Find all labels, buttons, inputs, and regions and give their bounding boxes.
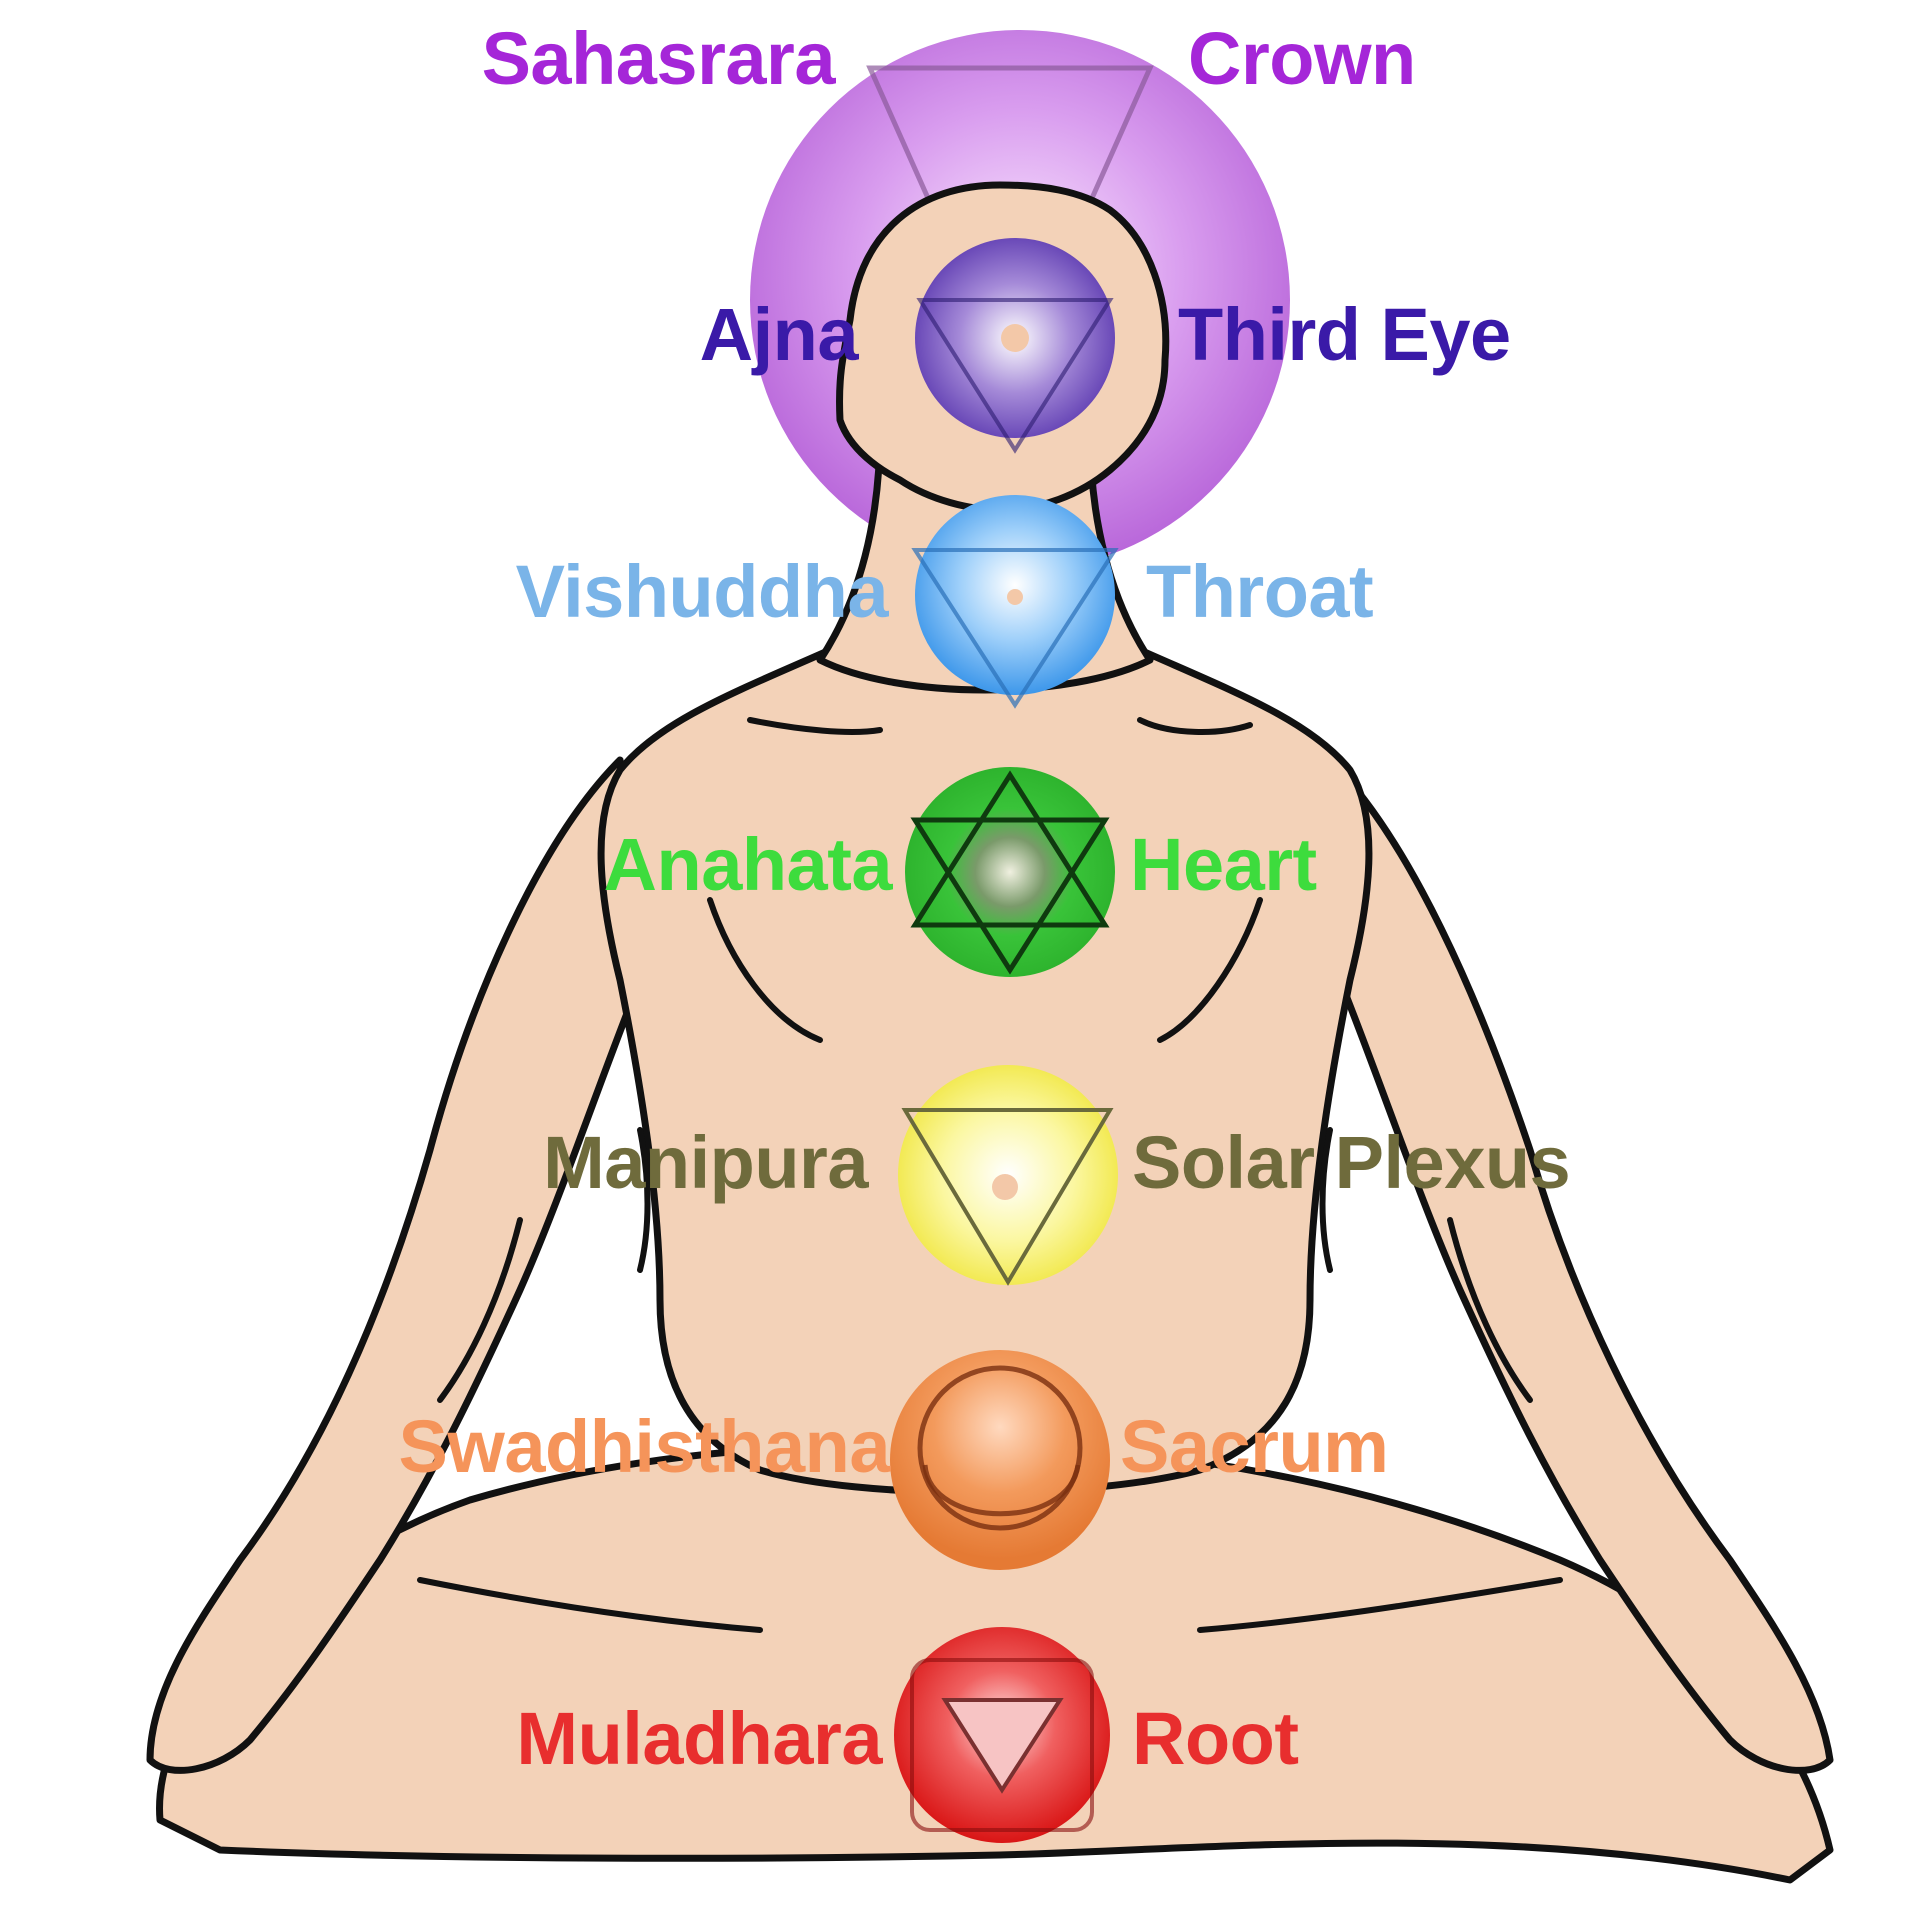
throat-sanskrit-label: Vishuddha	[516, 555, 888, 629]
solar-plexus-chakra-orb	[898, 1065, 1118, 1285]
crown-sanskrit-label: Sahasrara	[482, 22, 835, 96]
heart-english-label: Heart	[1130, 828, 1317, 902]
sacral-sanskrit-label: Swadhisthana	[398, 1410, 890, 1484]
solar-plexus-english-label: Solar Plexus	[1132, 1126, 1570, 1200]
sacral-chakra-orb	[890, 1350, 1110, 1570]
sacral-english-label: Sacrum	[1120, 1410, 1388, 1484]
body-silhouette	[150, 185, 1830, 1880]
root-english-label: Root	[1132, 1702, 1299, 1776]
root-chakra-orb	[894, 1627, 1110, 1843]
heart-chakra-orb	[905, 767, 1115, 977]
root-sanskrit-label: Muladhara	[516, 1702, 882, 1776]
third-eye-sanskrit-label: Ajna	[700, 298, 858, 372]
throat-english-label: Throat	[1146, 555, 1373, 629]
heart-sanskrit-label: Anahata	[604, 828, 892, 902]
solar-plexus-sanskrit-label: Manipura	[543, 1126, 868, 1200]
third-eye-english-label: Third Eye	[1178, 298, 1511, 372]
crown-english-label: Crown	[1188, 22, 1416, 96]
